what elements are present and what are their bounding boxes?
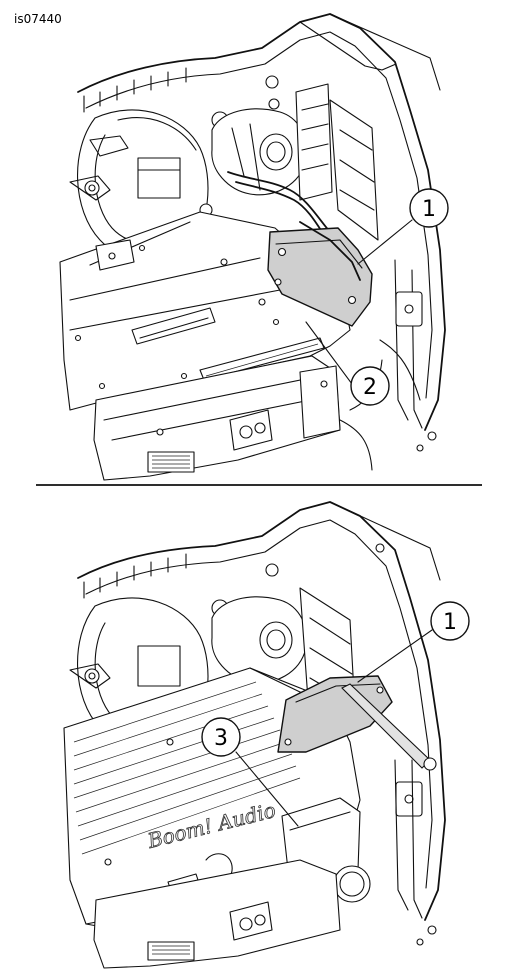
callout-1-bottom-number: 1 <box>443 610 457 635</box>
callout-3-bottom-number: 3 <box>214 726 228 751</box>
bottom-panel: Boom! Audio <box>63 501 470 969</box>
callout-2-top: 2 <box>350 366 390 406</box>
amplifier-module-top <box>267 221 373 327</box>
figure-id-label: is07440 <box>14 12 62 26</box>
callout-3-bottom: 3 <box>201 717 241 757</box>
top-panel: 1 2 <box>59 13 449 481</box>
amplifier-module-bottom <box>277 675 437 771</box>
callout-1-top: 1 <box>409 188 449 228</box>
callout-1-bottom: 1 <box>430 601 470 641</box>
callout-2-top-number: 2 <box>363 375 377 400</box>
callout-1-top-number: 1 <box>422 197 436 222</box>
